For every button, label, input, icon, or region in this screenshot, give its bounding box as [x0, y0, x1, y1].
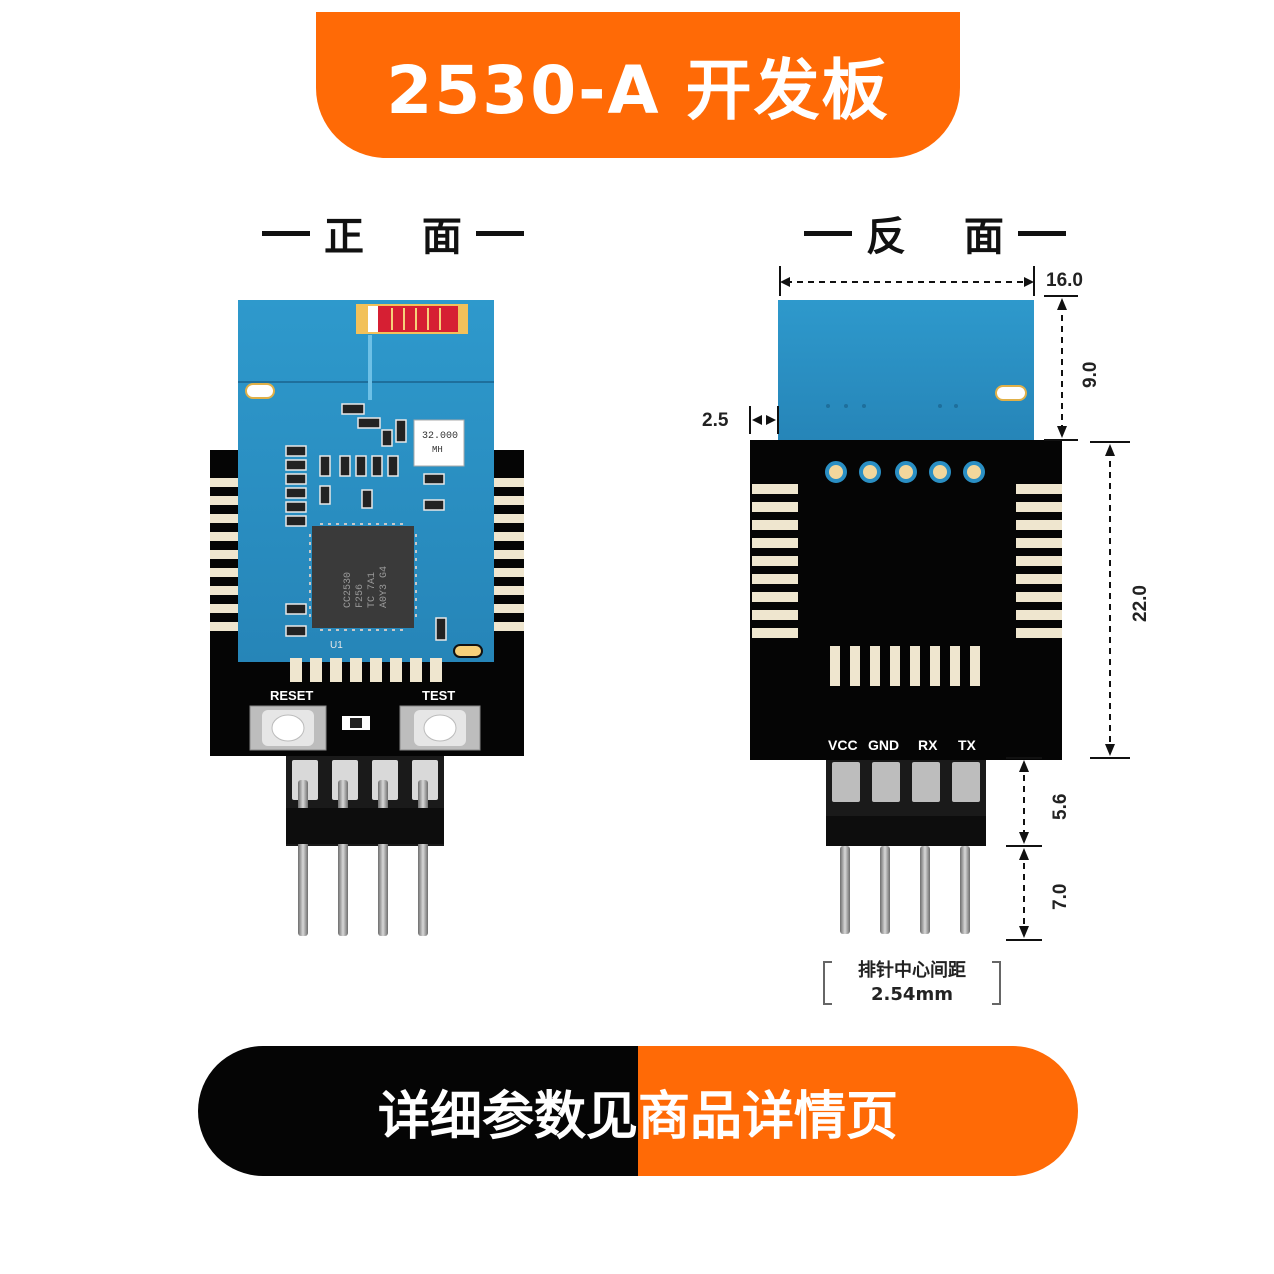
- footer-left: 详细参数见: [198, 1046, 638, 1176]
- footer-right-text: 商品详情页: [638, 1086, 899, 1147]
- dim-board-height-label: 22.0: [1130, 585, 1151, 622]
- back-view-text: 反 面: [866, 214, 1026, 260]
- crystal-text-1: 32.000: [422, 431, 458, 442]
- chip-text-2: F256: [355, 584, 366, 608]
- back-pins: [840, 846, 970, 934]
- back-bottom-pads: [830, 646, 980, 686]
- cc2530-chip: [312, 526, 414, 628]
- dash-right: [1017, 230, 1066, 236]
- chip-text-4: A0Y3 G4: [379, 566, 390, 608]
- pin-label-tx: TX: [958, 737, 977, 753]
- front-board: 32.000 MH CC2530 F256 TC 7A1: [210, 300, 524, 936]
- chip-pins: [309, 523, 417, 631]
- footer-left-text: 详细参数见: [377, 1086, 638, 1147]
- back-rf-module: [778, 300, 1034, 440]
- footer-banner: 详细参数见 商品详情页: [198, 1046, 1078, 1176]
- crystal-oscillator: [413, 419, 465, 467]
- dim-width-label: 16.0: [1046, 270, 1083, 291]
- smd-components: [285, 403, 447, 641]
- front-right-pads: [486, 478, 524, 631]
- front-view-label: 正 面: [248, 205, 538, 261]
- pitch-note-line2: 2.54mm: [871, 984, 953, 1005]
- crystal-text-2: MH: [432, 445, 443, 455]
- dim-pin-length-label: 7.0: [1050, 884, 1071, 910]
- pitch-note: 排针中心间距 2.54mm: [820, 952, 1004, 1010]
- chip-text-3: TC 7A1: [367, 572, 378, 608]
- dimension-arrows: [752, 277, 1115, 938]
- test-button[interactable]: [399, 705, 481, 751]
- pin-label-vcc: VCC: [828, 737, 858, 753]
- reset-button[interactable]: [249, 705, 327, 751]
- dash-left: [804, 230, 852, 236]
- pin-label-gnd: GND: [868, 737, 899, 753]
- front-bottom-pads: [290, 658, 442, 682]
- footer-right: 商品详情页: [638, 1046, 1078, 1176]
- front-left-pads: [210, 478, 246, 631]
- pitch-note-brackets: [823, 961, 1001, 1005]
- dash-right: [475, 230, 524, 236]
- back-board: VCC GND RX TX: [750, 300, 1062, 934]
- dash-left: [262, 230, 310, 236]
- front-view-text: 正 面: [324, 214, 484, 260]
- pin-label-rx: RX: [918, 737, 938, 753]
- page-title: 2530-A 开发板: [386, 52, 890, 129]
- dim-offset-label: 2.5: [702, 410, 729, 431]
- ref-u1-label: U1: [330, 640, 343, 651]
- back-view-label: 反 面: [790, 205, 1080, 261]
- dimension-lines: [749, 266, 1130, 941]
- pitch-note-line1: 排针中心间距: [858, 960, 966, 981]
- test-label: TEST: [422, 688, 455, 703]
- back-round-pads: [825, 461, 985, 483]
- chip-text-1: CC2530: [343, 572, 354, 608]
- reset-label: RESET: [270, 688, 313, 703]
- back-right-pads: [1016, 484, 1062, 638]
- dim-header-height-label: 5.6: [1050, 794, 1071, 820]
- dim-top-height-label: 9.0: [1080, 362, 1101, 388]
- title-banner: 2530-A 开发板: [316, 12, 960, 158]
- back-left-pads: [752, 484, 798, 638]
- back-carrier-pcb: [750, 440, 1062, 760]
